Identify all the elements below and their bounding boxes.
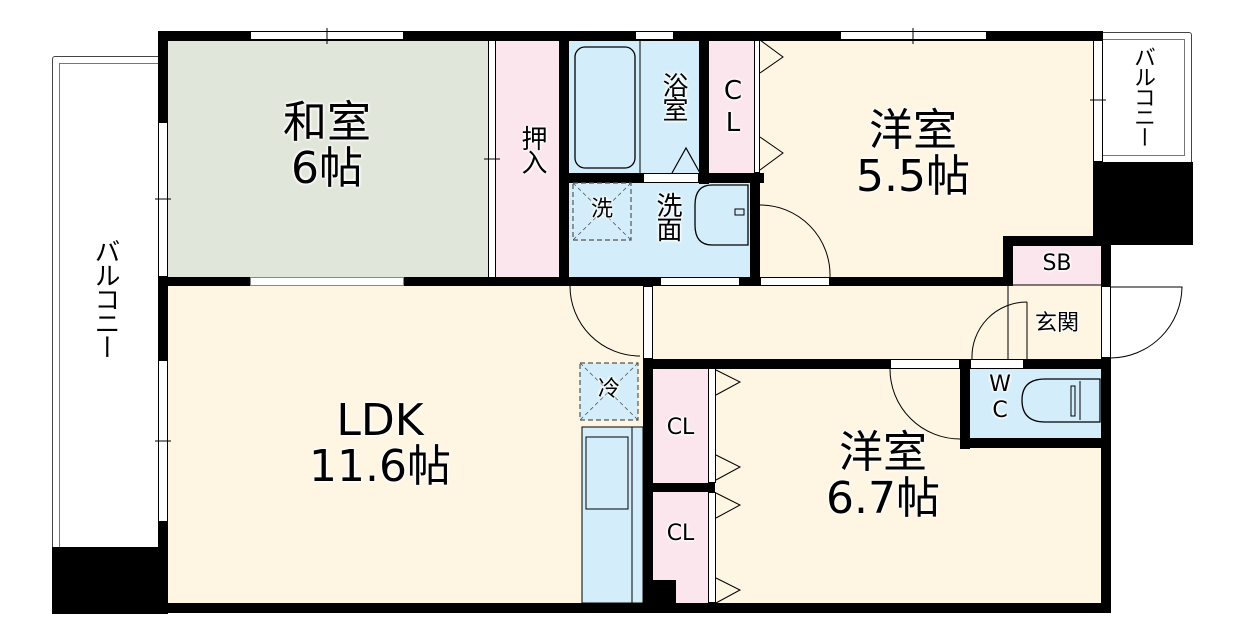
kitchen-sink-icon xyxy=(585,436,629,510)
western-b-name: 洋室 xyxy=(839,427,927,478)
wall-closet-divider xyxy=(643,483,715,492)
window-bath-top xyxy=(635,31,674,40)
fridge-label: 冷 xyxy=(597,377,620,402)
bathtub-icon xyxy=(574,46,636,169)
toilet-icon xyxy=(1021,378,1101,423)
door-arc-western-b xyxy=(889,368,961,440)
washitsu-size: 6帖 xyxy=(291,143,363,195)
closet-track-mid xyxy=(708,368,716,483)
room-sb xyxy=(1012,245,1102,285)
door-gap-western-b xyxy=(890,359,960,369)
balcony-right-inner-rail xyxy=(1102,39,1185,156)
balcony-right-label: バルコニー xyxy=(1130,46,1155,146)
wall-sb-left xyxy=(1003,236,1013,286)
closet-track-bottom xyxy=(708,492,716,603)
balcony-left xyxy=(52,56,160,550)
ldk-label: LDK 11.6帖 xyxy=(290,395,470,493)
door-gap-western-a xyxy=(760,277,830,286)
door-gap-entrance xyxy=(1101,286,1111,358)
door-gap-washroom xyxy=(660,277,740,286)
window-western-a-right xyxy=(1093,40,1103,162)
door-gap-hall-ldk xyxy=(643,286,653,359)
kitchen-counter-icon xyxy=(581,426,644,604)
closet-door-chevron xyxy=(715,492,742,519)
western-a-size: 5.5帖 xyxy=(856,151,970,203)
bath-label: 浴室 xyxy=(658,72,688,120)
wall-left xyxy=(158,31,168,614)
washitsu-label: 和室 6帖 xyxy=(252,97,402,195)
western-a-name: 洋室 xyxy=(869,105,957,156)
room-ldk xyxy=(166,285,646,603)
closet-door-chevron xyxy=(715,369,742,396)
wc-line1: W xyxy=(989,372,1011,397)
wall-top xyxy=(158,31,1102,41)
wall-bottom xyxy=(158,603,1111,613)
room-closet-mid xyxy=(652,368,709,483)
wall-closet-pillar xyxy=(643,580,676,610)
entrance-label: 玄関 xyxy=(1034,311,1079,336)
ldk-size: 11.6帖 xyxy=(309,441,451,493)
door-gap-ldk-washitsu xyxy=(250,277,404,286)
wall-mid-horizontal xyxy=(158,277,1013,286)
balcony-right xyxy=(1102,32,1192,163)
wall-hall-bottom xyxy=(643,359,1111,369)
closet-door-chevron xyxy=(759,39,784,74)
room-washitsu xyxy=(166,40,488,278)
closet-bottom-label: CL xyxy=(666,521,695,546)
washitsu-name: 和室 xyxy=(283,97,371,148)
wc-line2: C xyxy=(992,398,1008,424)
door-arc-western-a xyxy=(759,204,831,278)
door-arc-entrance xyxy=(1110,286,1183,359)
room-closet-top xyxy=(709,40,754,183)
wall-oshiire-right xyxy=(559,31,569,286)
room-washroom xyxy=(569,183,754,278)
sb-label: SB xyxy=(1042,251,1072,276)
western-b-label: 洋室 6.7帖 xyxy=(808,427,958,525)
door-arc-ldk xyxy=(569,285,641,357)
wall-washroom-right xyxy=(750,173,760,286)
western-a-label: 洋室 5.5帖 xyxy=(838,105,988,203)
washer-pan-icon xyxy=(572,182,632,241)
closet-door-chevron xyxy=(715,577,742,604)
balcony-right-pillar xyxy=(1093,162,1193,245)
wall-wc-left xyxy=(960,359,970,449)
oshiire-label: 押入 xyxy=(517,125,547,173)
wall-wc-bottom xyxy=(960,438,1111,448)
closet-top-label: CL xyxy=(718,76,748,140)
wc-label: W C xyxy=(985,372,1015,425)
room-entrance xyxy=(1005,285,1102,360)
room-oshiire xyxy=(496,40,560,278)
door-gap-bath xyxy=(643,173,699,183)
bath-door-icon xyxy=(671,146,701,174)
sink-icon xyxy=(694,184,749,246)
door-gap-wc xyxy=(970,359,1024,369)
closet-door-chevron xyxy=(759,136,784,171)
closet-track-top xyxy=(754,40,760,173)
closet-door-chevron xyxy=(715,454,742,481)
balcony-left-label: バルコニー xyxy=(90,238,120,358)
washroom-label: 洗面 xyxy=(652,192,682,240)
door-arc-wc xyxy=(971,301,1028,360)
balcony-left-pillar xyxy=(52,547,167,614)
ldk-name: LDK xyxy=(336,395,424,446)
fridge-icon xyxy=(579,362,639,421)
closet-mid-label: CL xyxy=(666,415,695,440)
wall-bath-right xyxy=(699,31,709,184)
wall-sb-top xyxy=(1003,236,1103,246)
wall-right-lower xyxy=(1101,245,1111,613)
washer-label: 洗 xyxy=(590,197,613,222)
western-b-size: 6.7帖 xyxy=(826,473,940,525)
